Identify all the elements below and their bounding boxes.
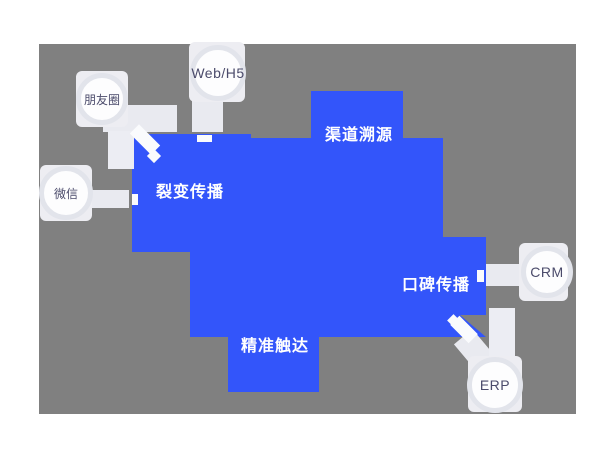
blue-shape-top-block — [311, 91, 403, 140]
blue-shape-bottom-block — [228, 337, 319, 392]
shape-label-fission-spread: 裂变传播 — [155, 184, 224, 201]
node-moments-label: 朋友圈 — [83, 92, 120, 107]
node-webh5: Web/H5 — [190, 45, 246, 101]
connector-erp-band-2 — [489, 308, 515, 358]
node-wechat: 微信 — [39, 166, 93, 220]
shape-label-precise-reach: 精准触达 — [240, 338, 309, 355]
node-webh5-label: Web/H5 — [191, 65, 245, 81]
connector-crm-arrow-tip — [477, 270, 484, 282]
connector-crm — [486, 264, 521, 286]
connector-webh5-arrow-tip — [197, 135, 212, 142]
node-wechat-label: 微信 — [53, 186, 78, 201]
node-moments: 朋友圈 — [76, 73, 128, 125]
node-crm: CRM — [521, 246, 573, 298]
connector-wechat — [92, 190, 129, 208]
connector-wechat-arrow-tip — [132, 194, 138, 205]
node-crm-label: CRM — [530, 264, 564, 280]
node-erp-label: ERP — [479, 377, 511, 393]
connector-webh5 — [192, 96, 223, 132]
shape-label-wom-spread: 口碑传播 — [401, 277, 470, 294]
connector-moments-vertical — [108, 131, 134, 169]
shape-label-channel-tracing: 渠道溯源 — [324, 127, 393, 144]
node-erp: ERP — [467, 357, 523, 413]
